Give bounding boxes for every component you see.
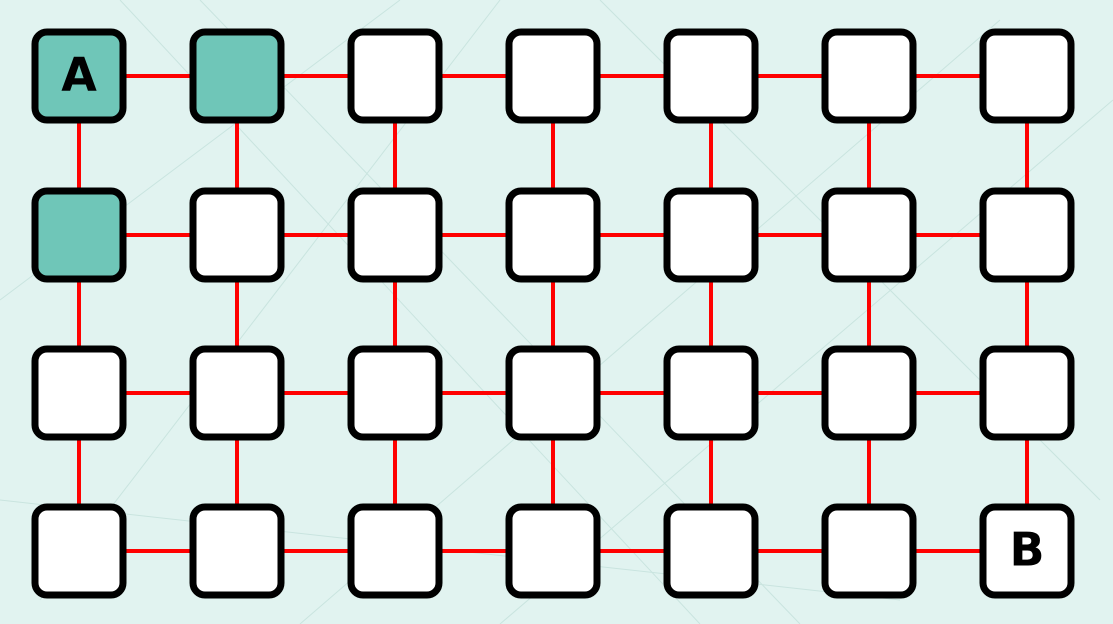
tile-box	[979, 28, 1075, 124]
tile-end[interactable]: B	[979, 503, 1075, 599]
tile-box	[347, 503, 443, 599]
tile-r0-c1[interactable]	[189, 28, 285, 124]
tile-box	[189, 345, 285, 441]
tile-box	[505, 345, 601, 441]
tile-r1-c6[interactable]	[979, 187, 1075, 283]
tile-r2-c0[interactable]	[31, 345, 127, 441]
tile-r2-c4[interactable]	[663, 345, 759, 441]
tile-box	[31, 503, 127, 599]
tile-box	[979, 187, 1075, 283]
tile-box	[189, 503, 285, 599]
tile-box	[821, 187, 917, 283]
tile-r3-c4[interactable]	[663, 503, 759, 599]
tile-r0-c6[interactable]	[979, 28, 1075, 124]
tile-r2-c6[interactable]	[979, 345, 1075, 441]
tile-r3-c1[interactable]	[189, 503, 285, 599]
tile-r0-c2[interactable]	[347, 28, 443, 124]
tile-box	[505, 187, 601, 283]
tile-box	[979, 503, 1075, 599]
tile-r2-c5[interactable]	[821, 345, 917, 441]
tile-box	[821, 345, 917, 441]
tile-r3-c5[interactable]	[821, 503, 917, 599]
tile-r2-c3[interactable]	[505, 345, 601, 441]
tile-r3-c3[interactable]	[505, 503, 601, 599]
tile-r1-c1[interactable]	[189, 187, 285, 283]
tile-box	[31, 187, 127, 283]
tile-box	[31, 28, 127, 124]
end-label: B	[1009, 523, 1044, 577]
tile-r0-c3[interactable]	[505, 28, 601, 124]
tile-box	[505, 28, 601, 124]
tile-box	[505, 503, 601, 599]
tile-box	[663, 345, 759, 441]
tile-r0-c5[interactable]	[821, 28, 917, 124]
tile-box	[663, 28, 759, 124]
tile-start[interactable]: A	[31, 28, 127, 124]
tile-r2-c2[interactable]	[347, 345, 443, 441]
tile-r3-c0[interactable]	[31, 503, 127, 599]
tile-box	[189, 187, 285, 283]
tile-box	[821, 503, 917, 599]
tile-r1-c4[interactable]	[663, 187, 759, 283]
tile-r1-c0[interactable]	[31, 187, 127, 283]
tile-r1-c3[interactable]	[505, 187, 601, 283]
tile-box	[347, 345, 443, 441]
tile-box	[31, 345, 127, 441]
tile-box	[821, 28, 917, 124]
tile-r1-c5[interactable]	[821, 187, 917, 283]
tile-r2-c1[interactable]	[189, 345, 285, 441]
tile-box	[347, 28, 443, 124]
tile-r0-c4[interactable]	[663, 28, 759, 124]
tile-box	[347, 187, 443, 283]
tile-box	[663, 503, 759, 599]
tile-box	[663, 187, 759, 283]
tile-box	[189, 28, 285, 124]
tile-grid: AB	[31, 28, 1075, 599]
tile-box	[979, 345, 1075, 441]
start-label: A	[61, 48, 97, 102]
tile-r3-c2[interactable]	[347, 503, 443, 599]
tile-r1-c2[interactable]	[347, 187, 443, 283]
